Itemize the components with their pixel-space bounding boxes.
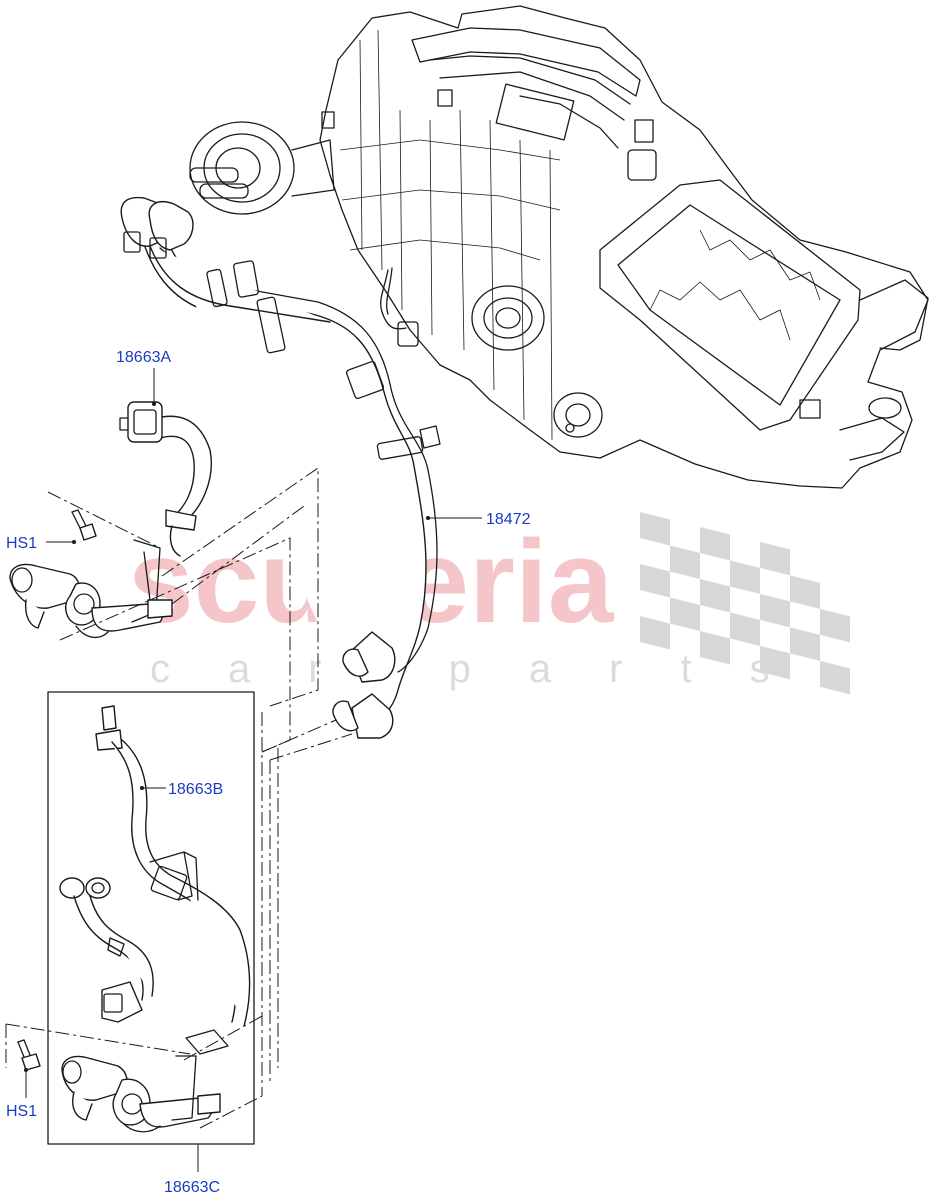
bolt-hs1-upper[interactable] <box>71 509 97 541</box>
watermark: scuderia car parts <box>128 511 850 695</box>
hose-18663a[interactable] <box>119 401 212 557</box>
watermark-tagline: car parts <box>150 647 828 691</box>
hose-18472[interactable] <box>120 196 441 739</box>
kit-box <box>47 691 255 1145</box>
callout-18663b[interactable]: 18663B <box>140 781 223 798</box>
callout-18663c-label: 18663C <box>164 1179 220 1196</box>
callout-18663a[interactable]: 18663A <box>116 349 171 406</box>
callout-18472-label: 18472 <box>486 511 531 528</box>
upper-bracket-assembly[interactable] <box>9 539 173 638</box>
callout-18663c[interactable]: 18663C <box>164 1144 220 1196</box>
bolt-hs1-lower[interactable] <box>17 1039 41 1071</box>
callout-hs1-upper[interactable]: HS1 <box>6 535 76 552</box>
hose-18663b[interactable] <box>95 705 251 1027</box>
assembly-guide-lines <box>5 467 353 1129</box>
checkered-flag-logo <box>640 511 850 695</box>
callout-hs1-upper-label: HS1 <box>6 535 37 552</box>
lower-bracket-assembly[interactable] <box>61 1029 229 1133</box>
hose-18663c-inner[interactable] <box>59 877 154 1023</box>
callout-18663b-label: 18663B <box>168 781 223 798</box>
hvac-housing <box>189 5 929 489</box>
callout-hs1-lower-label: HS1 <box>6 1103 37 1120</box>
callout-hs1-lower[interactable]: HS1 <box>6 1068 37 1120</box>
callout-18472[interactable]: 18472 <box>426 511 531 528</box>
callout-18663a-label: 18663A <box>116 349 171 366</box>
